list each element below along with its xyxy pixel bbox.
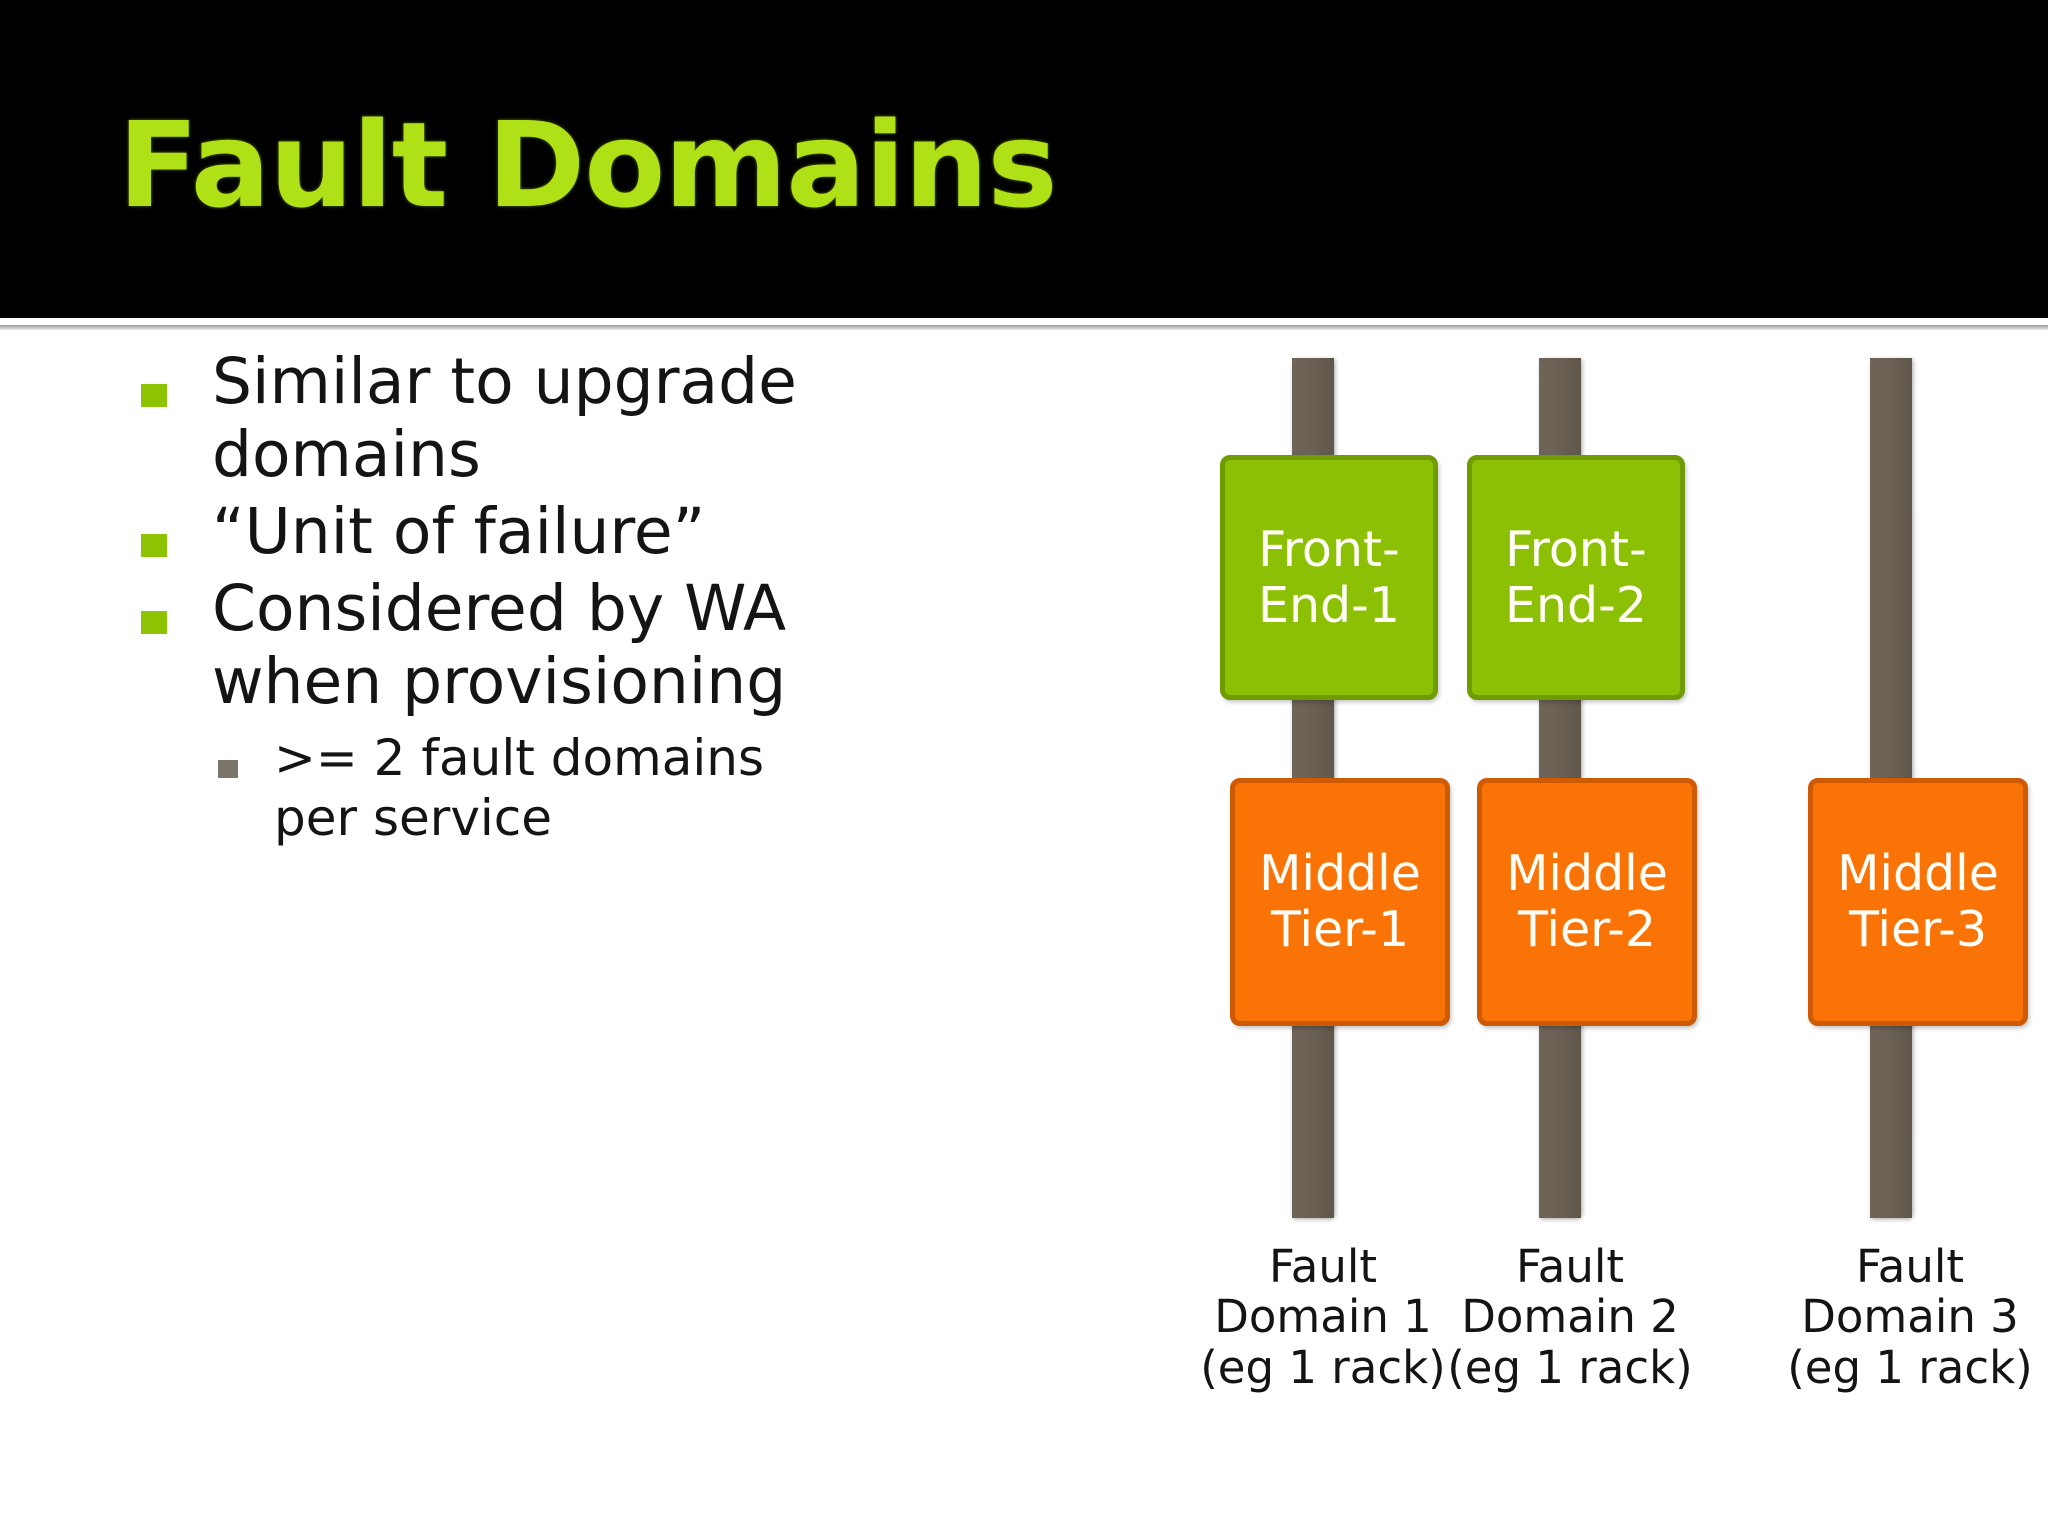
fault-domain-caption-3: Fault Domain 3 (eg 1 rack) bbox=[1787, 1240, 2033, 1394]
front-end-node-2: Front- End-2 bbox=[1467, 455, 1685, 700]
list-item: Similar to upgrade domains bbox=[0, 345, 1100, 491]
gray-square-bullet-icon bbox=[218, 760, 238, 779]
green-square-bullet-icon bbox=[141, 534, 167, 558]
list-item-label: “Unit of failure” bbox=[212, 495, 706, 569]
green-square-bullet-icon bbox=[141, 384, 167, 407]
list-item-label: Considered by WA when provisioning bbox=[212, 572, 787, 719]
title-divider bbox=[0, 325, 2048, 330]
list-item-label: Similar to upgrade domains bbox=[212, 345, 797, 492]
list-item: Considered by WA when provisioning bbox=[0, 572, 1100, 718]
front-end-node-1: Front- End-1 bbox=[1220, 455, 1438, 700]
fault-domain-caption-2: Fault Domain 2 (eg 1 rack) bbox=[1447, 1240, 1693, 1394]
fault-domain-diagram: Front- End-1 Middle Tier-1 Fault Domain … bbox=[1150, 330, 2048, 1470]
sub-list-item-label: >= 2 fault domains per service bbox=[274, 729, 765, 848]
middle-tier-node-1: Middle Tier-1 bbox=[1230, 778, 1450, 1026]
list-item: “Unit of failure” bbox=[0, 495, 1100, 568]
middle-tier-node-2: Middle Tier-2 bbox=[1477, 778, 1697, 1026]
bullet-list: Similar to upgrade domains “Unit of fail… bbox=[0, 345, 1100, 848]
page-title: Fault Domains bbox=[118, 96, 1058, 234]
green-square-bullet-icon bbox=[141, 611, 167, 635]
middle-tier-node-3: Middle Tier-3 bbox=[1808, 778, 2028, 1026]
sub-list-item: >= 2 fault domains per service bbox=[0, 728, 1100, 848]
fault-domain-caption-1: Fault Domain 1 (eg 1 rack) bbox=[1200, 1240, 1446, 1394]
title-band: Fault Domains bbox=[0, 0, 2048, 318]
